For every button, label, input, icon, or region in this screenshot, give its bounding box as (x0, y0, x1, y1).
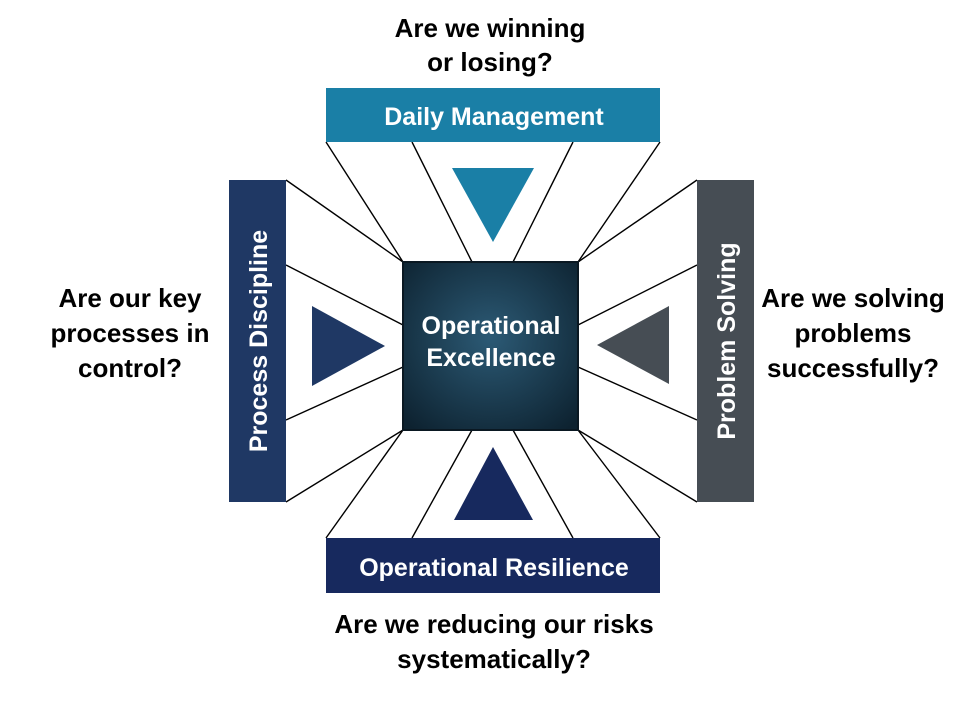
question-bottom-line2: systematically? (397, 644, 591, 674)
pillar-label-top: Daily Management (384, 103, 604, 131)
question-left-line3: control? (78, 353, 182, 383)
center-title-line2: Excellence (426, 344, 555, 372)
question-top-line2: or losing? (427, 47, 553, 77)
center-box: Operational Excellence (402, 261, 579, 431)
question-left-line2: processes in (51, 318, 210, 348)
pillar-bar-right (697, 180, 754, 502)
question-top: Are we winning or losing? (395, 13, 586, 77)
center-square (402, 261, 579, 431)
pillar-label-left: Process Discipline (245, 230, 273, 452)
pillar-problem-solving: Problem Solving (697, 180, 754, 502)
question-right-line3: successfully? (767, 353, 939, 383)
pillar-operational-resilience: Operational Resilience (326, 538, 660, 593)
triangle-right-left (312, 306, 385, 386)
question-right: Are we solving problems successfully? (761, 283, 945, 383)
triangle-left-right (597, 306, 669, 384)
question-top-line1: Are we winning (395, 13, 586, 43)
question-left-line1: Are our key (58, 283, 202, 313)
question-left: Are our key processes in control? (51, 283, 210, 383)
question-right-line1: Are we solving (761, 283, 945, 313)
funnel-lines (285, 141, 698, 539)
pillar-daily-management: Daily Management (326, 88, 660, 142)
pillar-bar-bottom (326, 538, 660, 593)
question-bottom-line1: Are we reducing our risks (334, 609, 653, 639)
center-title-line1: Operational (422, 312, 561, 340)
question-bottom: Are we reducing our risks systematically… (334, 609, 653, 674)
pillar-bar-top (326, 88, 660, 142)
pillar-process-discipline: Process Discipline (229, 180, 286, 502)
triangle-down-top (452, 168, 534, 242)
pillar-label-right: Problem Solving (713, 242, 741, 439)
question-right-line2: problems (794, 318, 911, 348)
triangle-up-bottom (454, 447, 533, 520)
pillar-bar-left (229, 180, 286, 502)
pillar-label-bottom: Operational Resilience (359, 554, 629, 582)
